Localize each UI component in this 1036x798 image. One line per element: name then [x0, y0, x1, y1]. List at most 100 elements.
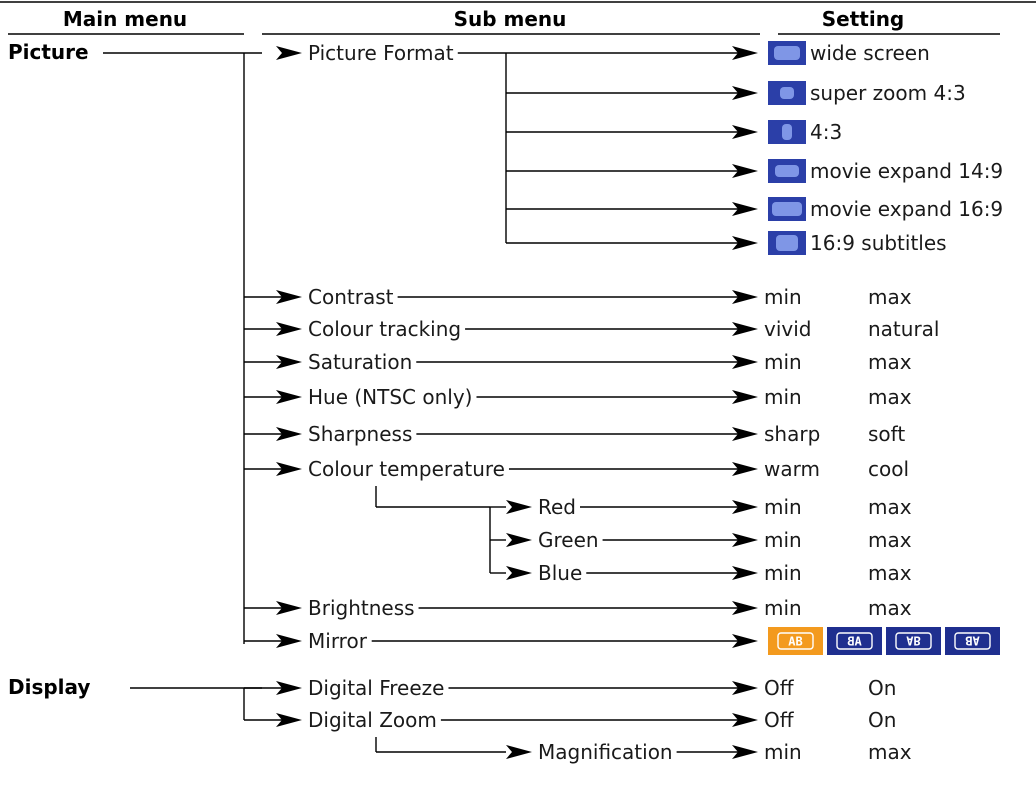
picture-sharpness-max-value: soft [868, 422, 905, 446]
picture-colour-tracking-max-value: natural [868, 317, 939, 341]
picture-contrast-setting-arrow [732, 290, 758, 304]
format-option-four-three: 4:3 [810, 120, 842, 144]
format-option-arrow-four-three [732, 125, 758, 139]
format-option-movie-expand-16-9: movie expand 16:9 [810, 197, 1003, 221]
picture-colour-tracking-label: Colour tracking [308, 317, 461, 341]
movie-expand-16-9-format-icon-screen [772, 202, 802, 216]
display-digital-freeze-entry-arrow [276, 681, 302, 695]
display-digital-zoom-label: Digital Zoom [308, 708, 437, 732]
movie-expand-14-9-format-icon-screen [775, 165, 799, 177]
colour-blue-entry-arrow [506, 566, 532, 580]
magnification-max-value: max [868, 740, 912, 764]
magnification-min-value: min [764, 740, 802, 764]
colour-green-min-value: min [764, 528, 802, 552]
picture-colour-temperature-setting-arrow [732, 462, 758, 476]
main-menu-display: Display [8, 675, 90, 699]
display-digital-zoom-entry-arrow [276, 713, 302, 727]
format-option-arrow-movie-expand-16-9 [732, 202, 758, 216]
picture-brightness-max-value: max [868, 596, 912, 620]
picture-saturation-label: Saturation [308, 350, 412, 374]
picture-colour-temperature-label: Colour temperature [308, 457, 505, 481]
display-digital-freeze-min-value: Off [764, 676, 795, 700]
picture-hue-ntsc-only-label: Hue (NTSC only) [308, 385, 472, 409]
format-option-subtitles: 16:9 subtitles [810, 231, 947, 255]
picture-brightness-entry-arrow [276, 601, 302, 615]
picture-contrast-max-value: max [868, 285, 912, 309]
main-menu-picture: Picture [8, 40, 89, 64]
picture-brightness-label: Brightness [308, 596, 415, 620]
picture-sharpness-entry-arrow [276, 427, 302, 441]
mirror-option-3-frame [895, 632, 932, 650]
format-option-arrow-super-zoom [732, 86, 758, 100]
format-option-arrow-movie-expand-14-9 [732, 164, 758, 178]
display-digital-zoom-min-value: Off [764, 708, 795, 732]
picture-saturation-setting-arrow [732, 355, 758, 369]
display-digital-zoom-max-value: On [868, 708, 896, 732]
picture-colour-temperature-entry-arrow [276, 462, 302, 476]
colour-green-max-value: max [868, 528, 912, 552]
widescreen-format-icon-screen [774, 46, 800, 60]
display-digital-freeze-setting-arrow [732, 681, 758, 695]
colour-red-setting-arrow [732, 500, 758, 514]
four-three-format-icon-screen [782, 124, 792, 140]
header-sub-menu: Sub menu [454, 7, 567, 31]
colour-blue-min-value: min [764, 561, 802, 585]
colour-blue-label: Blue [538, 561, 582, 585]
colour-blue-max-value: max [868, 561, 912, 585]
colour-red-max-value: max [868, 495, 912, 519]
colour-green-entry-arrow [506, 533, 532, 547]
colour-red-label: Red [538, 495, 576, 519]
subtitles-format-icon-screen [776, 235, 798, 251]
magnification-entry-arrow [506, 745, 532, 759]
diagram-rows: Picture Format wide screen super zoom 4:3 4… [244, 41, 1003, 764]
header-setting: Setting [822, 7, 905, 31]
mirror-option-2-button [827, 627, 882, 655]
mirror-option-4-frame [954, 632, 991, 650]
format-option-widescreen: wide screen [810, 41, 930, 65]
mirror-entry-arrow [276, 634, 302, 648]
mirror-option-1-frame [777, 632, 814, 650]
super-zoom-format-icon-screen [780, 87, 794, 99]
picture-contrast-label: Contrast [308, 285, 394, 309]
colour-blue-setting-arrow [732, 566, 758, 580]
picture-hue-ntsc-only-max-value: max [868, 385, 912, 409]
colour-green-setting-arrow [732, 533, 758, 547]
picture-saturation-min-value: min [764, 350, 802, 374]
display-digital-zoom-setting-arrow [732, 713, 758, 727]
picture-brightness-setting-arrow [732, 601, 758, 615]
format-option-super-zoom: super zoom 4:3 [810, 81, 966, 105]
picture-contrast-entry-arrow [276, 290, 302, 304]
mirror-option-3-button [886, 627, 941, 655]
picture-format-entry-arrow [276, 46, 302, 60]
picture-sharpness-min-value: sharp [764, 422, 820, 446]
picture-hue-ntsc-only-setting-arrow [732, 390, 758, 404]
mirror-option-4-text: AB [965, 634, 979, 648]
magnification-setting-arrow [732, 745, 758, 759]
display-digital-freeze-max-value: On [868, 676, 896, 700]
mirror-option-2-text: AB [847, 635, 861, 649]
picture-sharpness-setting-arrow [732, 427, 758, 441]
display-digital-freeze-label: Digital Freeze [308, 676, 444, 700]
picture-brightness-min-value: min [764, 596, 802, 620]
colour-red-min-value: min [764, 495, 802, 519]
picture-saturation-max-value: max [868, 350, 912, 374]
mirror-option-2-frame [836, 632, 873, 650]
colour-red-entry-arrow [506, 500, 532, 514]
picture-colour-tracking-setting-arrow [732, 322, 758, 336]
mirror-label: Mirror [308, 629, 368, 653]
mirror-option-1-button [768, 627, 823, 655]
mirror-option-4-button [945, 627, 1000, 655]
picture-colour-temperature-min-value: warm [764, 457, 820, 481]
picture-sharpness-label: Sharpness [308, 422, 412, 446]
picture-contrast-min-value: min [764, 285, 802, 309]
picture-saturation-entry-arrow [276, 355, 302, 369]
mirror-option-1-text: AB [788, 635, 802, 649]
picture-format-label: Picture Format [308, 41, 454, 65]
picture-colour-temperature-max-value: cool [868, 457, 909, 481]
picture-colour-tracking-entry-arrow [276, 322, 302, 336]
magnification-label: Magnification [538, 740, 673, 764]
format-option-movie-expand-14-9: movie expand 14:9 [810, 159, 1003, 183]
colour-green-label: Green [538, 528, 599, 552]
